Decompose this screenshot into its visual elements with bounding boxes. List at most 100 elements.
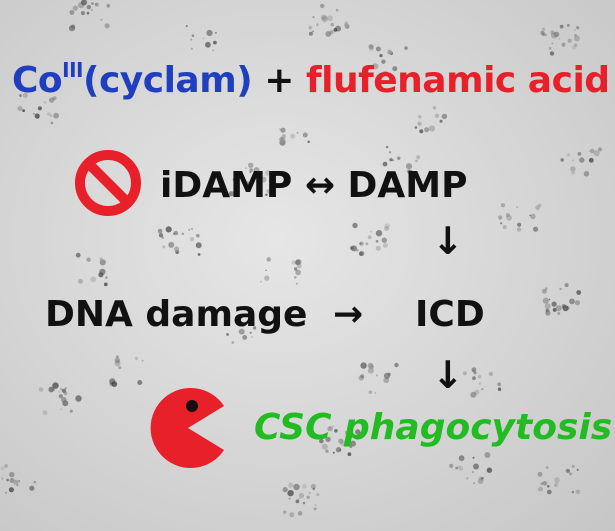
speckle: [4, 464, 8, 468]
speckle: [257, 182, 260, 185]
speckle: [52, 388, 55, 391]
speckle: [296, 263, 302, 269]
speckle: [268, 179, 272, 182]
speckle: [282, 487, 288, 493]
speckle: [457, 465, 461, 470]
speckle: [375, 239, 379, 243]
speckle: [375, 245, 381, 251]
speckle: [283, 510, 287, 514]
speckle: [295, 499, 300, 504]
speckle: [291, 260, 296, 265]
speckle: [105, 276, 108, 279]
speckle: [190, 237, 195, 242]
speckle: [472, 482, 476, 485]
speckle: [94, 2, 99, 7]
speckle: [9, 471, 15, 478]
speckle: [253, 167, 260, 173]
speckle: [295, 259, 302, 266]
speckle: [404, 46, 408, 50]
speckle: [379, 54, 383, 58]
speckle: [99, 259, 106, 266]
speckle: [540, 30, 545, 35]
speckle: [559, 24, 564, 29]
speckle: [554, 482, 559, 487]
speckle: [49, 114, 53, 118]
speckle: [516, 227, 522, 232]
speckle: [566, 24, 570, 27]
speckle: [382, 242, 388, 248]
speckle: [256, 175, 259, 178]
speckle: [558, 38, 561, 40]
speckle: [568, 472, 573, 476]
speckle: [566, 153, 571, 157]
speckle: [103, 282, 108, 287]
speckle: [338, 438, 344, 444]
speckle: [533, 226, 539, 232]
speckle: [137, 380, 143, 385]
speckle: [516, 206, 519, 208]
speckle: [81, 11, 85, 16]
speckle: [502, 225, 507, 230]
speckle: [325, 31, 332, 37]
speckle: [195, 242, 202, 249]
speckle: [313, 507, 317, 511]
speckle: [141, 359, 144, 362]
speckle: [197, 253, 201, 256]
speckle: [546, 485, 550, 488]
speckle: [86, 257, 91, 262]
speckle: [458, 455, 465, 462]
arrow-right-dna-to-icd: →: [333, 294, 364, 335]
speckle: [419, 129, 424, 134]
speckle: [327, 15, 333, 22]
speckle: [38, 387, 44, 392]
speckle: [335, 447, 342, 453]
speckle: [293, 267, 298, 271]
speckle: [347, 433, 353, 438]
speckle: [75, 252, 81, 258]
speckle: [576, 290, 582, 295]
speckle: [455, 466, 458, 470]
speckle: [553, 31, 560, 38]
speckle: [279, 136, 285, 142]
speckle: [190, 227, 194, 231]
speckle: [569, 298, 575, 305]
speckle: [206, 29, 213, 37]
speckle: [542, 297, 549, 304]
speckle: [319, 438, 324, 444]
speckle: [434, 113, 440, 119]
speckle: [249, 168, 254, 173]
speckle: [541, 288, 548, 294]
speckle: [567, 38, 572, 43]
speckle: [472, 376, 476, 381]
speckle: [293, 276, 297, 279]
speckle: [570, 166, 576, 172]
speckle: [61, 397, 67, 403]
acid-label: flufenamic acid: [305, 60, 610, 101]
speckle: [43, 101, 47, 104]
speckle: [265, 193, 268, 196]
drug-oxidation-state: III: [62, 58, 83, 82]
speckle: [397, 156, 401, 160]
speckle: [381, 237, 387, 243]
speckle: [13, 479, 19, 485]
speckle: [98, 272, 104, 278]
pacman-phagocyte-icon: [150, 388, 224, 468]
speckle: [106, 3, 110, 8]
speckle: [352, 222, 358, 229]
speckle: [118, 366, 122, 370]
speckle: [173, 230, 179, 236]
speckle: [566, 469, 570, 473]
speckle: [190, 47, 193, 50]
speckle: [5, 491, 7, 494]
speckle: [264, 169, 271, 176]
speckle: [350, 440, 356, 447]
speckle: [473, 371, 477, 375]
speckle: [1, 477, 4, 480]
speckle: [473, 463, 479, 470]
speckle: [477, 375, 482, 379]
speckle: [537, 203, 542, 208]
speckle: [335, 8, 339, 12]
speckle: [114, 357, 121, 363]
speckle: [414, 126, 418, 129]
